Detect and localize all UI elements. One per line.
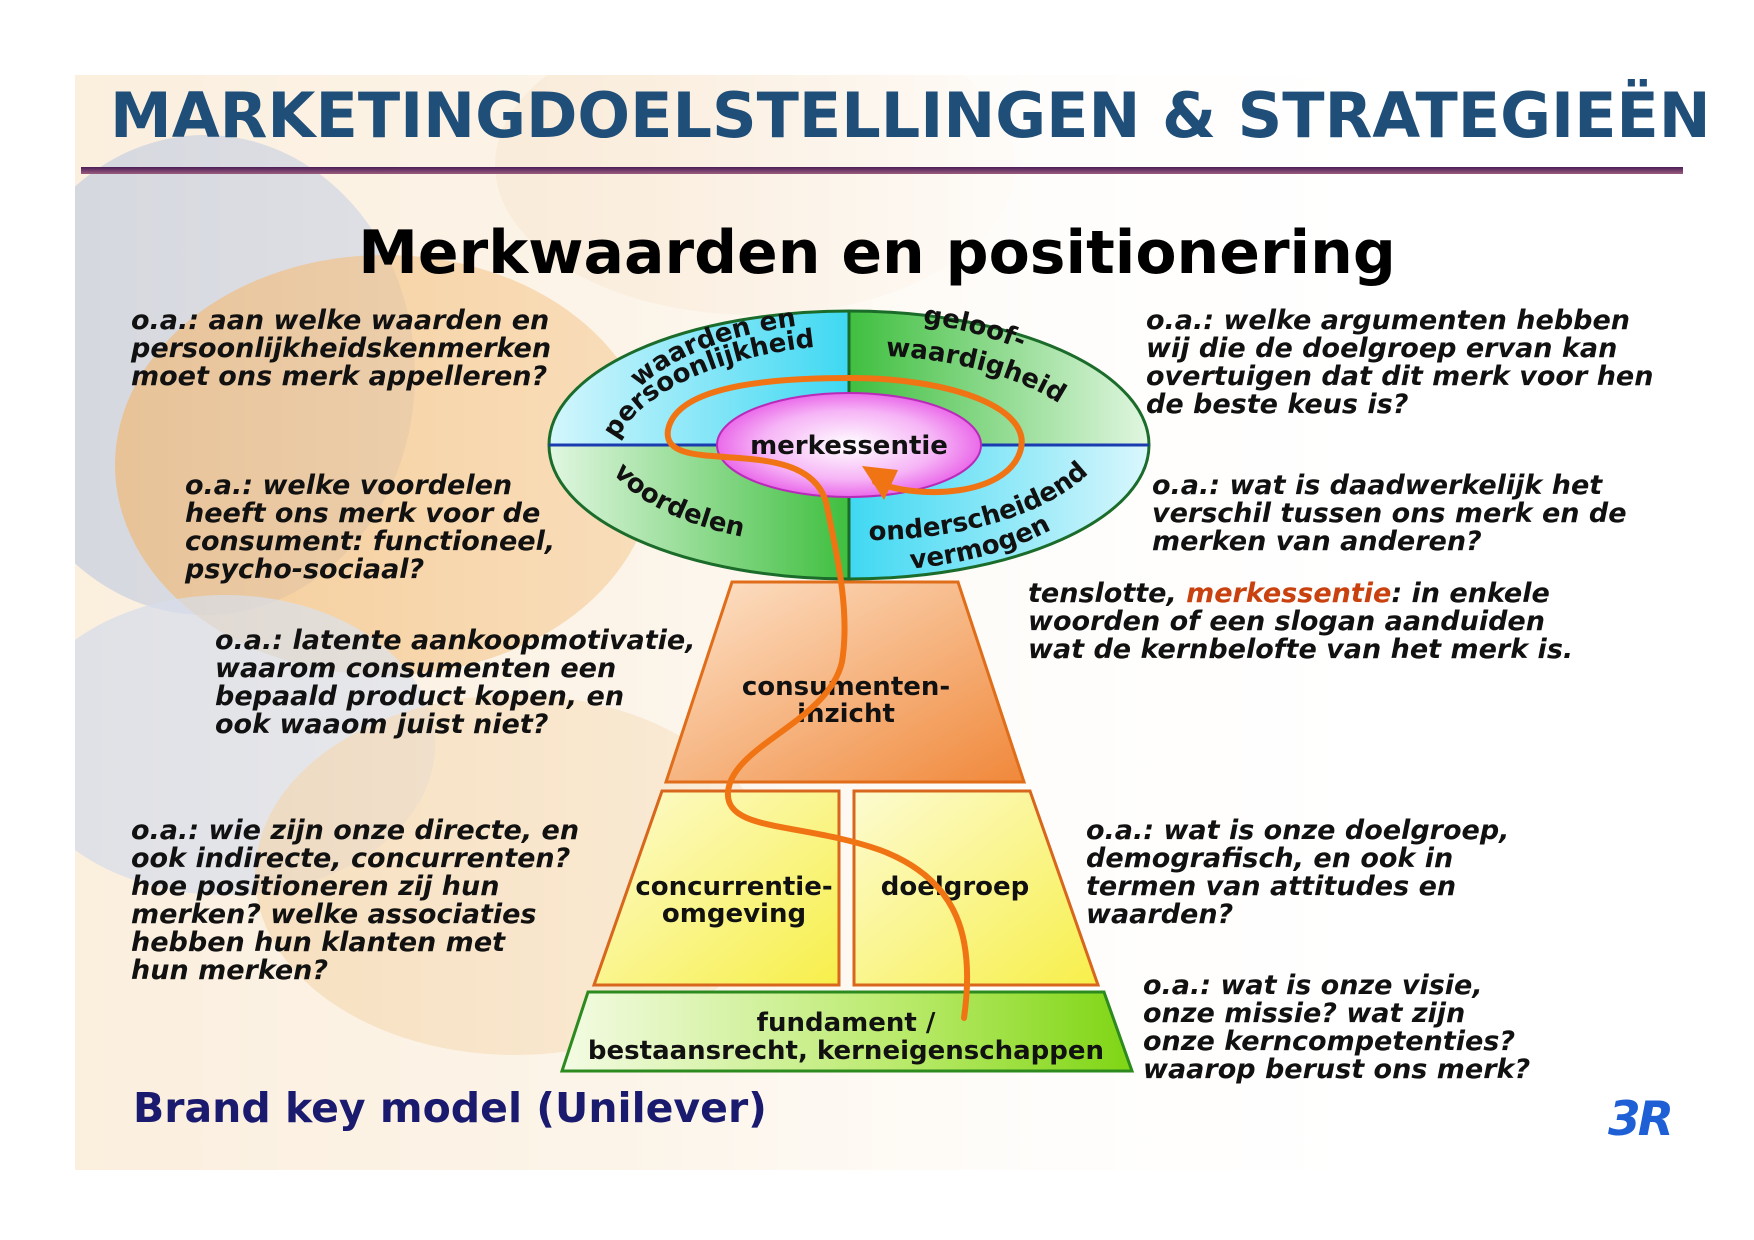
- annotation-line: o.a.: aan welke waarden en: [131, 305, 550, 336]
- annotation-line: hun merken?: [131, 955, 329, 986]
- label-competition-line1: concurrentie-: [635, 872, 832, 902]
- slide-background: [75, 75, 1685, 1170]
- annotation-line: o.a.: wat is daadwerkelijk het: [1152, 470, 1603, 501]
- label-foundation-line1: fundament /: [757, 1008, 936, 1038]
- annotation-line: bepaald product kopen, en: [215, 681, 625, 712]
- brand-model-caption: Brand key model (Unilever): [133, 1084, 767, 1132]
- flow-path: [664, 374, 1025, 1021]
- annotation-insight: o.a.: latente aankoopmotivatie, waarom c…: [215, 627, 696, 739]
- annotation-line: tenslotte, merkessentie: in enkele: [1028, 580, 1573, 608]
- annotation-distinctive: o.a.: wat is daadwerkelijk het verschil …: [1152, 472, 1627, 556]
- annotation-target: o.a.: wat is onze doelgroep, demografisc…: [1086, 817, 1509, 929]
- annotation-line: o.a.: latente aankoopmotivatie,: [215, 625, 696, 656]
- annotation-line: woorden of een slogan aanduiden: [1028, 606, 1545, 637]
- label-insight-line2: inzicht: [797, 699, 895, 729]
- annotation-line: wat de kernbelofte van het merk is.: [1028, 634, 1574, 665]
- annotation-line: onze missie? wat zijn: [1143, 998, 1466, 1029]
- annotation-line: waarop berust ons merk?: [1143, 1054, 1531, 1085]
- pyramid-target-block: [852, 789, 1101, 987]
- annotation-line: persoonlijkheidskenmerken: [131, 333, 552, 364]
- title-divider: [81, 167, 1683, 174]
- annotation-line: o.a.: wat is onze visie,: [1143, 970, 1483, 1001]
- annotation-line: psycho-sociaal?: [185, 554, 425, 585]
- annotation-credibility: o.a.: welke argumenten hebben wij die de…: [1146, 307, 1653, 419]
- annotation-line: ook waaom juist niet?: [215, 709, 549, 740]
- annotation-line: overtuigen dat dit merk voor hen: [1146, 361, 1654, 392]
- label-foundation-line2: bestaansrecht, kerneigenschappen: [588, 1036, 1104, 1066]
- annotation-line: merken? welke associaties: [131, 899, 537, 930]
- essence-suffix: : in enkele: [1391, 578, 1550, 609]
- page-subtitle: Merkwaarden en positionering: [358, 218, 1396, 288]
- annotation-line: demografisch, en ook in: [1086, 843, 1454, 874]
- company-logo: 3R: [1608, 1092, 1674, 1147]
- annotation-line: hoe positioneren zij hun: [131, 871, 500, 902]
- annotation-line: merken van anderen?: [1152, 526, 1482, 557]
- annotation-line: ook indirecte, concurrenten?: [131, 843, 571, 874]
- annotation-line: de beste keus is?: [1146, 389, 1409, 420]
- essence-prefix: tenslotte,: [1028, 578, 1187, 609]
- annotation-line: o.a.: wie zijn onze directe, en: [131, 815, 580, 846]
- annotation-line: waarden?: [1086, 899, 1234, 930]
- annotation-line: o.a.: welke argumenten hebben: [1146, 305, 1631, 336]
- annotation-foundation: o.a.: wat is onze visie, onze missie? wa…: [1143, 972, 1530, 1084]
- annotation-line: consument: functioneel,: [185, 526, 556, 557]
- pyramid-insight-block: [663, 580, 1027, 784]
- label-competition-line2: omgeving: [662, 899, 806, 929]
- flow-arrowhead: [862, 466, 898, 500]
- label-target: doelgroep: [881, 872, 1030, 902]
- pyramid-foundation-block: [559, 990, 1135, 1073]
- annotation-essence: tenslotte, merkessentie: in enkele woord…: [1028, 580, 1573, 664]
- annotation-line: hebben hun klanten met: [131, 927, 506, 958]
- annotation-line: verschil tussen ons merk en de: [1152, 498, 1627, 529]
- annotation-line: o.a.: wat is onze doelgroep,: [1086, 815, 1510, 846]
- essence-highlight: merkessentie: [1186, 578, 1392, 609]
- annotation-line: moet ons merk appelleren?: [131, 361, 548, 392]
- label-merkessentie: merkessentie: [750, 431, 948, 461]
- annotation-benefits: o.a.: welke voordelen heeft ons merk voo…: [185, 472, 555, 584]
- center-ellipse: [716, 392, 982, 498]
- annotation-line: wij die de doelgroep ervan kan: [1146, 333, 1618, 364]
- annotation-values: o.a.: aan welke waarden en persoonlijkhe…: [131, 307, 551, 391]
- annotation-line: o.a.: welke voordelen: [185, 470, 513, 501]
- annotation-line: waarom consumenten een: [215, 653, 617, 684]
- annotation-line: onze kerncompetenties?: [1143, 1026, 1516, 1057]
- annotation-line: termen van attitudes en: [1086, 871, 1457, 902]
- page-title: MARKETINGDOELSTELLINGEN & STRATEGIEËN: [110, 79, 1711, 152]
- label-insight-line1: consumenten-: [742, 672, 950, 702]
- annotation-competition: o.a.: wie zijn onze directe, en ook indi…: [131, 817, 579, 985]
- pyramid-competition-block: [591, 789, 841, 987]
- annotation-line: heeft ons merk voor de: [185, 498, 541, 529]
